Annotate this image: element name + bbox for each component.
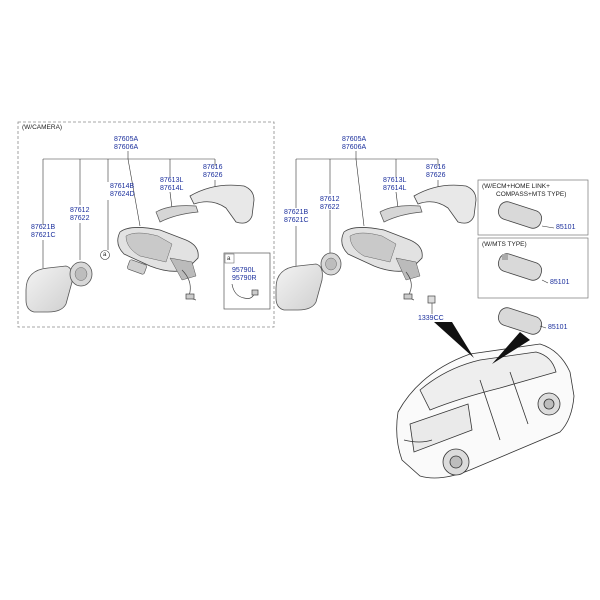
left-harness xyxy=(181,269,197,301)
inside-mirror-3 xyxy=(497,307,543,335)
label-housing-mid: 87605A 87606A xyxy=(342,136,366,152)
cover-left-code-1: 87616 xyxy=(203,164,223,171)
housing-mid-code-2: 87606A xyxy=(342,144,367,151)
inside-mirror-1-heading: (W/ECM+HOME LINK+ COMPASS+MTS TYPE) xyxy=(482,183,566,199)
detail-a-code-2: 95790R xyxy=(232,275,257,282)
glass-mid-code-2: 87621C xyxy=(284,217,309,224)
lamp-left-code-1: 87613L xyxy=(160,177,184,184)
middle-mirror-housing xyxy=(341,227,423,281)
glass-left-code-1: 87621B xyxy=(31,224,56,231)
inside-mirror-2-heading: (W/MTS TYPE) xyxy=(482,241,527,249)
motor-left-code-1: 87614B xyxy=(110,183,135,190)
left-glass-holder xyxy=(69,261,93,287)
holder-mid-code-2: 87622 xyxy=(320,204,340,211)
callout-a-circle xyxy=(100,250,110,260)
left-side-lamp xyxy=(155,205,199,223)
glass-mid-code-1: 87621B xyxy=(284,209,309,216)
label-cover-left: 87616 87626 xyxy=(203,164,222,180)
motor-left-code-2: 87624D xyxy=(110,191,135,198)
holder-left-code-2: 87622 xyxy=(70,215,90,222)
housing-left-code-1: 87605A xyxy=(114,136,139,143)
cover-left-code-2: 87626 xyxy=(203,172,223,179)
camera-group-box xyxy=(17,121,275,328)
camera-group-title: (W/CAMERA) xyxy=(22,124,63,131)
left-scalp-cover xyxy=(189,184,255,224)
middle-side-lamp xyxy=(379,205,423,223)
label-motor-left: 87614B 87624D xyxy=(110,183,135,199)
inside-mirror-1 xyxy=(497,201,543,229)
inside-mirror-1-code: 85101 xyxy=(556,224,576,231)
middle-scalp-cover xyxy=(413,184,477,224)
inside-mirror-2-heading-line-1: (W/MTS TYPE) xyxy=(482,241,527,248)
inside-mirror-1-heading-line-2: COMPASS+MTS TYPE) xyxy=(496,191,567,198)
label-glass-left: 87621B 87621C xyxy=(31,224,56,240)
label-clip-mid: 1339CC xyxy=(418,315,444,322)
pointer-wedge-2 xyxy=(492,332,530,364)
inside-mirror-2 xyxy=(497,253,543,281)
left-mirror-glass xyxy=(25,265,73,313)
label-housing-left: 87605A 87606A xyxy=(114,136,138,152)
inside-mirror-3-code: 85101 xyxy=(548,324,568,331)
detail-a-wire xyxy=(231,283,259,299)
lamp-mid-code-2: 87614L xyxy=(383,185,407,192)
label-lamp-mid: 87613L 87614L xyxy=(383,177,406,193)
housing-left-code-2: 87606A xyxy=(114,144,139,151)
detail-a-letter: a xyxy=(227,256,231,262)
label-detail-a-part: 95790L 95790R xyxy=(232,267,257,283)
suv-illustration xyxy=(396,343,575,479)
inside-mirror-2-code: 85101 xyxy=(550,279,570,286)
callout-a-letter: a xyxy=(103,252,107,258)
label-holder-left: 87612 87622 xyxy=(70,207,89,223)
lamp-mid-code-1: 87613L xyxy=(383,177,407,184)
label-glass-mid: 87621B 87621C xyxy=(284,209,309,225)
middle-mirror-glass xyxy=(275,263,323,311)
left-mirror-motor xyxy=(127,259,147,275)
inside-mirror-1-heading-line-1: (W/ECM+HOME LINK+ xyxy=(482,183,550,190)
label-cover-mid: 87616 87626 xyxy=(426,164,445,180)
label-lamp-left: 87613L 87614L xyxy=(160,177,183,193)
holder-left-code-1: 87612 xyxy=(70,207,90,214)
middle-leader-lines xyxy=(295,151,439,314)
lamp-left-code-2: 87614L xyxy=(160,185,184,192)
cover-mid-code-2: 87626 xyxy=(426,172,446,179)
middle-harness xyxy=(403,271,436,304)
glass-left-code-2: 87621C xyxy=(31,232,56,239)
label-holder-mid: 87612 87622 xyxy=(320,196,339,212)
pointer-wedge-1 xyxy=(434,322,474,358)
detail-a-tag xyxy=(224,253,235,264)
detail-a-code-1: 95790L xyxy=(232,267,256,274)
cover-mid-code-1: 87616 xyxy=(426,164,446,171)
left-leader-lines xyxy=(42,151,216,268)
inside-mirror-leaders xyxy=(539,225,555,329)
middle-glass-holder xyxy=(320,252,342,276)
housing-mid-code-1: 87605A xyxy=(342,136,367,143)
holder-mid-code-1: 87612 xyxy=(320,196,340,203)
left-mirror-housing xyxy=(117,227,199,281)
